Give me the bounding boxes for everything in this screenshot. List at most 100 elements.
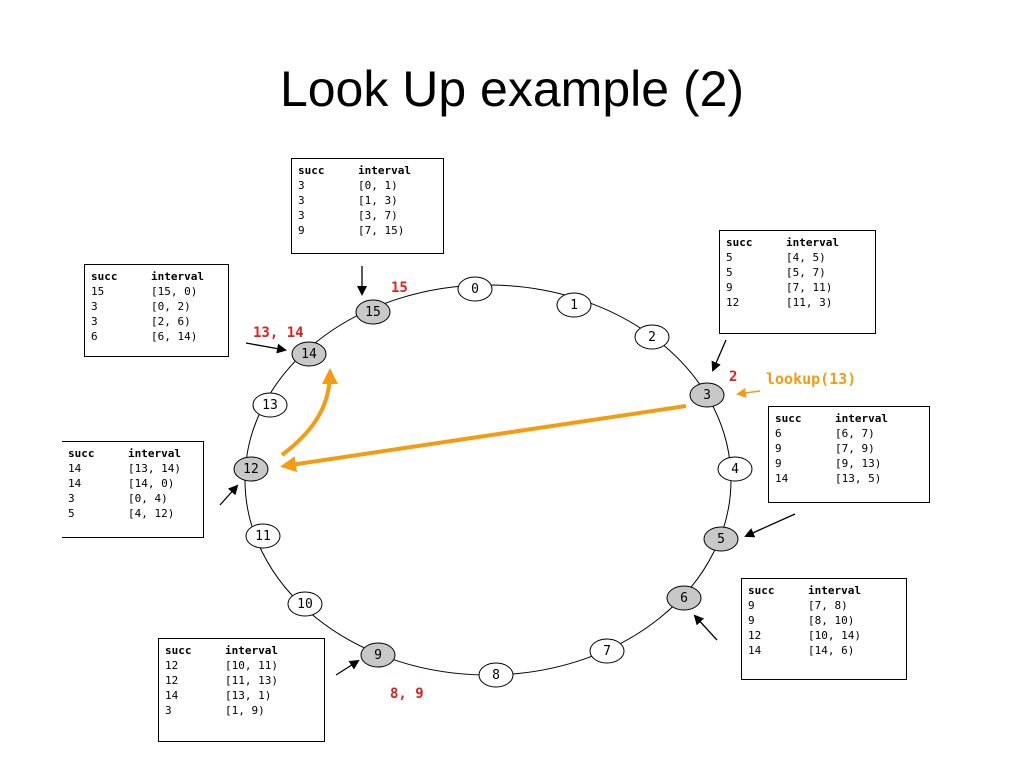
- succ-cell: 12: [748, 629, 762, 642]
- succ-cell: 3: [68, 492, 75, 505]
- pointer-arrow-3: [711, 339, 727, 372]
- ring-node-9: 9: [360, 642, 396, 668]
- header-succ: succ: [91, 270, 118, 283]
- ring-node-label: 5: [717, 532, 725, 547]
- header-succ: succ: [775, 412, 802, 425]
- ring-node-circle: [287, 591, 323, 617]
- ring-node-circle: [233, 456, 269, 482]
- ring-node-label: 8: [492, 668, 500, 683]
- ring-node-label: 1: [570, 298, 578, 313]
- ring-node-circle: [252, 392, 288, 418]
- interval-cell: [1, 9): [225, 704, 265, 717]
- ring-node-circle: [360, 642, 396, 668]
- ring-node-label: 12: [243, 462, 259, 477]
- interval-cell: [11, 3): [786, 296, 833, 309]
- ring-node-circle: [556, 292, 592, 318]
- ring-node-15: 15: [355, 299, 391, 325]
- ring-node-3: 3: [689, 382, 725, 408]
- header-succ: succ: [165, 644, 192, 657]
- header-interval: interval: [358, 164, 411, 177]
- ring-node-circle: [589, 638, 625, 664]
- ring-node-8: 8: [478, 662, 514, 688]
- succ-cell: 6: [775, 427, 782, 440]
- lookup-arrow-3-to-12: [280, 404, 687, 473]
- succ-cell: 9: [775, 442, 782, 455]
- ring-node-10: 10: [287, 591, 323, 617]
- ring-node-11: 11: [245, 523, 281, 549]
- succ-cell: 12: [726, 296, 740, 309]
- ring-node-circle: [666, 585, 702, 611]
- ring-node-label: 6: [680, 591, 688, 606]
- ring-node-label: 11: [255, 529, 271, 544]
- succ-cell: 3: [298, 209, 305, 222]
- lookup-label: lookup(13): [766, 370, 856, 388]
- ring-node-label: 9: [374, 648, 382, 663]
- interval-cell: [10, 14): [808, 629, 861, 642]
- interval-cell: [1, 3): [358, 194, 398, 207]
- ring-node-circle: [689, 382, 725, 408]
- interval-cell: [13, 14): [128, 462, 181, 475]
- interval-cell: [14, 0): [128, 477, 175, 490]
- ring-node-circle: [355, 299, 391, 325]
- ring-node-4: 4: [717, 456, 753, 482]
- ring-node-label: 14: [301, 347, 317, 362]
- succ-cell: 9: [726, 281, 733, 294]
- lookup-arrow-12-to-14: [280, 368, 338, 457]
- interval-cell: [3, 7): [358, 209, 398, 222]
- slide-title: Look Up example (2): [279, 61, 745, 117]
- interval-cell: [0, 1): [358, 179, 398, 192]
- succ-cell: 3: [298, 179, 305, 192]
- interval-cell: [7, 8): [808, 599, 848, 612]
- header-succ: succ: [298, 164, 325, 177]
- succ-cell: 5: [68, 507, 75, 520]
- pointer-arrow-9: [335, 659, 360, 676]
- interval-cell: [15, 0): [151, 285, 198, 298]
- succ-cell: 3: [298, 194, 305, 207]
- succ-cell: 14: [775, 472, 789, 485]
- note-15: 15: [391, 280, 408, 296]
- interval-cell: [0, 2): [151, 300, 191, 313]
- ring-node-label: 15: [365, 305, 381, 320]
- interval-cell: [5, 7): [786, 266, 826, 279]
- note-3: 2: [729, 369, 737, 385]
- succ-cell: 12: [165, 659, 179, 672]
- interval-cell: [4, 12): [128, 507, 175, 520]
- header-succ: succ: [748, 584, 775, 597]
- header-interval: interval: [786, 236, 839, 249]
- succ-cell: 3: [91, 300, 98, 313]
- succ-cell: 3: [165, 704, 172, 717]
- succ-cell: 14: [68, 462, 82, 475]
- header-interval: interval: [835, 412, 888, 425]
- pointer-arrow-14: [245, 342, 287, 354]
- ring-node-7: 7: [589, 638, 625, 664]
- interval-cell: [11, 13): [225, 674, 278, 687]
- header-succ: succ: [68, 447, 95, 460]
- pointer-arrow-12: [219, 484, 239, 506]
- ring-node-2: 2: [634, 324, 670, 350]
- header-interval: interval: [808, 584, 861, 597]
- interval-cell: [6, 7): [835, 427, 875, 440]
- ring-node-1: 1: [556, 292, 592, 318]
- interval-cell: [7, 11): [786, 281, 833, 294]
- succ-cell: 14: [68, 477, 82, 490]
- lookup-request-arrow: [736, 387, 761, 398]
- interval-cell: [9, 13): [835, 457, 882, 470]
- interval-cell: [13, 5): [835, 472, 882, 485]
- interval-cell: [13, 1): [225, 689, 272, 702]
- ring-node-circle: [291, 341, 327, 367]
- ring-node-label: 4: [731, 462, 739, 477]
- interval-cell: [10, 11): [225, 659, 278, 672]
- ring-node-label: 0: [471, 282, 479, 297]
- header-interval: interval: [128, 447, 181, 460]
- succ-cell: 15: [91, 285, 105, 298]
- ring-node-6: 6: [666, 585, 702, 611]
- ring-node-label: 2: [648, 330, 656, 345]
- interval-cell: [7, 9): [835, 442, 875, 455]
- interval-cell: [7, 15): [358, 224, 405, 237]
